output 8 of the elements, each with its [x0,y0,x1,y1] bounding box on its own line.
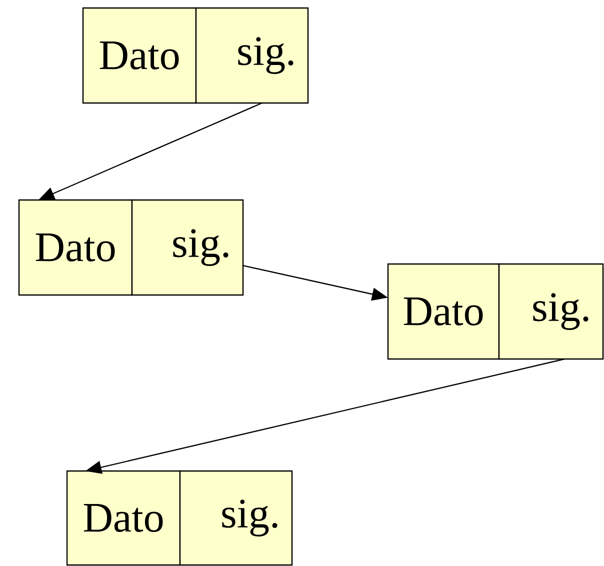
record-cell: Dato [18,199,133,296]
record-cell: sig. [195,7,309,104]
record-cell: sig. [498,263,604,360]
record-cell: Dato [387,263,500,360]
record-cell: Dato [66,470,181,566]
record-cell: sig. [131,199,244,296]
record-cell: sig. [179,470,293,566]
record-cell: Dato [82,7,197,104]
